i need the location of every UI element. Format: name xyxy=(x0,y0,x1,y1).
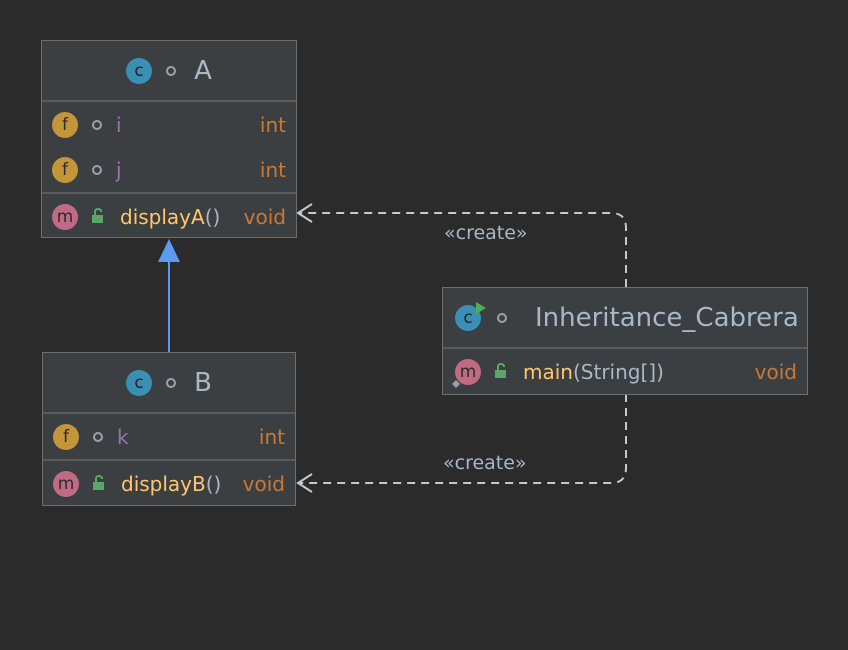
class-a-header: c A xyxy=(42,41,296,102)
runnable-class-icon: c xyxy=(455,301,486,331)
field-icon: f xyxy=(52,111,78,138)
package-visibility-icon xyxy=(166,377,177,388)
method-params: (String[]) xyxy=(572,359,664,384)
method-name: displayB xyxy=(121,471,206,496)
field-name: k xyxy=(117,424,129,449)
package-visibility-icon xyxy=(93,431,103,442)
public-lock-icon xyxy=(91,472,107,496)
create-arrowhead-b xyxy=(296,473,313,493)
create-arrowhead-a xyxy=(296,203,313,223)
field-name: i xyxy=(116,112,122,137)
method-params: () xyxy=(205,471,222,496)
method-name: main xyxy=(523,359,573,384)
field-row[interactable]: f k int xyxy=(43,414,295,459)
public-lock-icon xyxy=(493,360,509,384)
class-name: Inheritance_Cabrera xyxy=(535,302,799,333)
method-row[interactable]: m main (String[]) void xyxy=(443,349,807,394)
package-visibility-icon xyxy=(497,312,507,323)
field-type: int xyxy=(258,424,285,449)
method-name: displayA xyxy=(120,204,205,229)
method-return-type: void xyxy=(242,471,285,496)
method-row[interactable]: m displayB () void xyxy=(43,461,295,506)
class-main-header: c Inheritance_Cabrera xyxy=(443,288,807,349)
method-row[interactable]: m displayA () void xyxy=(42,194,296,239)
field-icon: f xyxy=(52,156,78,183)
field-icon: f xyxy=(53,423,79,450)
class-icon: c xyxy=(126,369,153,396)
class-b-header: c B xyxy=(43,353,295,414)
class-icon: c xyxy=(126,57,153,84)
methods-section: m displayA () void xyxy=(42,194,296,239)
fields-section: f k int xyxy=(43,414,295,461)
field-row[interactable]: f i int xyxy=(42,102,296,147)
public-lock-icon xyxy=(90,205,106,229)
package-visibility-icon xyxy=(92,164,102,175)
class-b-node[interactable]: c B f k int m displayB () void xyxy=(42,352,296,506)
create-label-b: «create» xyxy=(443,452,527,474)
fields-section: f i int f j int xyxy=(42,102,296,194)
create-dependency-b xyxy=(298,394,627,484)
field-name: j xyxy=(116,157,122,182)
inheritance-arrowhead xyxy=(158,239,180,262)
method-icon: m xyxy=(53,470,79,497)
static-method-icon: m xyxy=(452,358,481,388)
method-return-type: void xyxy=(243,204,286,229)
package-visibility-icon xyxy=(166,65,177,76)
methods-section: m main (String[]) void xyxy=(443,349,807,394)
create-label-a: «create» xyxy=(444,222,528,244)
method-icon-letter: m xyxy=(459,361,477,382)
class-icon-letter: c xyxy=(463,307,473,328)
field-type: int xyxy=(259,157,286,182)
methods-section: m displayB () void xyxy=(43,461,295,506)
field-row[interactable]: f j int xyxy=(42,147,296,192)
class-name: B xyxy=(194,367,212,398)
class-name: A xyxy=(194,55,212,86)
method-return-type: void xyxy=(754,359,797,384)
field-type: int xyxy=(259,112,286,137)
create-dependency-a xyxy=(298,212,627,287)
package-visibility-icon xyxy=(92,119,102,130)
class-main-node[interactable]: c Inheritance_Cabrera m main (String[]) … xyxy=(442,287,808,395)
class-a-node[interactable]: c A f i int f j int m displayA () void xyxy=(41,40,297,238)
method-icon: m xyxy=(52,203,78,230)
method-params: () xyxy=(204,204,221,229)
